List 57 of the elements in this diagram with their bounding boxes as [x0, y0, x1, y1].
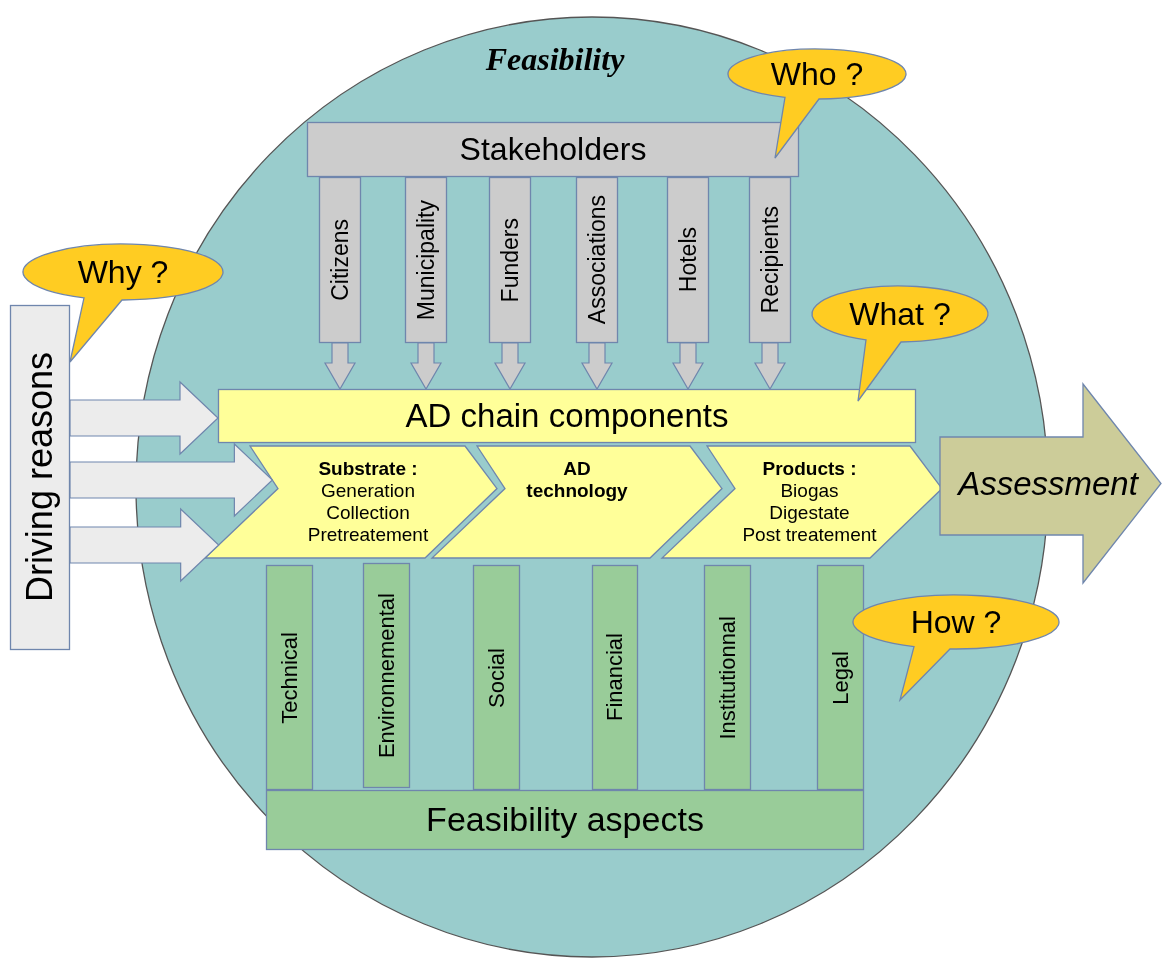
column-label: Municipality — [412, 199, 440, 321]
block-arrow — [580, 342, 614, 391]
step-items: Biogas Digestate Post treatement — [742, 480, 877, 546]
assessment-arrow — [940, 384, 1161, 583]
block-arrow — [69, 507, 220, 583]
step-items: Generation Collection Pretreatement — [307, 480, 429, 546]
block-arrow — [493, 342, 527, 391]
step-heading: Products : — [762, 458, 857, 481]
stakeholder-column — [489, 177, 531, 343]
pillar-label: Social — [483, 647, 510, 708]
aspect-pillar — [592, 565, 638, 790]
bar-label: Stakeholders — [459, 131, 647, 168]
aspect-pillar — [363, 563, 410, 788]
block-arrow — [69, 442, 274, 518]
pillar-label: Technical — [276, 631, 303, 724]
column-label: Citizens — [326, 219, 354, 301]
column-label: Recipients — [756, 206, 784, 314]
ad-chain-bar — [218, 389, 916, 443]
block-arrow — [69, 380, 219, 456]
step-heading: Substrate : — [318, 458, 418, 481]
stakeholder-column — [576, 177, 618, 343]
block-arrow — [323, 342, 357, 391]
box-label: Driving reasons — [19, 352, 61, 603]
step-heading: AD technology — [525, 458, 629, 502]
column-label: Funders — [496, 217, 524, 303]
arrow-label: Assessment — [958, 465, 1138, 503]
chevron-step — [205, 446, 497, 558]
column-label: Hotels — [674, 227, 702, 293]
block-arrow — [753, 342, 787, 391]
bar-label: AD chain components — [405, 397, 729, 435]
block-arrow — [671, 342, 705, 391]
pillar-label: Environnemental — [373, 592, 400, 759]
chevron-step — [432, 446, 722, 558]
stakeholders-bar — [307, 122, 799, 177]
stakeholder-column — [749, 177, 791, 343]
question-label: Who ? — [770, 55, 864, 93]
stakeholder-column — [405, 177, 447, 343]
aspect-pillar — [266, 565, 313, 790]
aspects-base — [266, 790, 864, 850]
question-label: Why ? — [77, 253, 169, 291]
question-label: What ? — [849, 295, 951, 333]
question-label: How ? — [910, 603, 1002, 641]
aspect-pillar — [817, 565, 864, 790]
chevron-step — [662, 446, 942, 558]
aspect-pillar — [704, 565, 751, 790]
pillar-label: Institutionnal — [714, 615, 741, 740]
base-label: Feasibility aspects — [426, 800, 704, 840]
pillar-label: Legal — [827, 650, 854, 705]
speech-bubble — [811, 285, 989, 403]
column-label: Associations — [583, 195, 611, 325]
circle-title: Feasibility — [485, 40, 625, 78]
stakeholder-column — [667, 177, 709, 343]
pillar-label: Financial — [602, 633, 628, 722]
driving-reasons-box — [10, 305, 70, 650]
aspect-pillar — [473, 565, 520, 790]
stakeholder-column — [319, 177, 361, 343]
block-arrow — [409, 342, 443, 391]
